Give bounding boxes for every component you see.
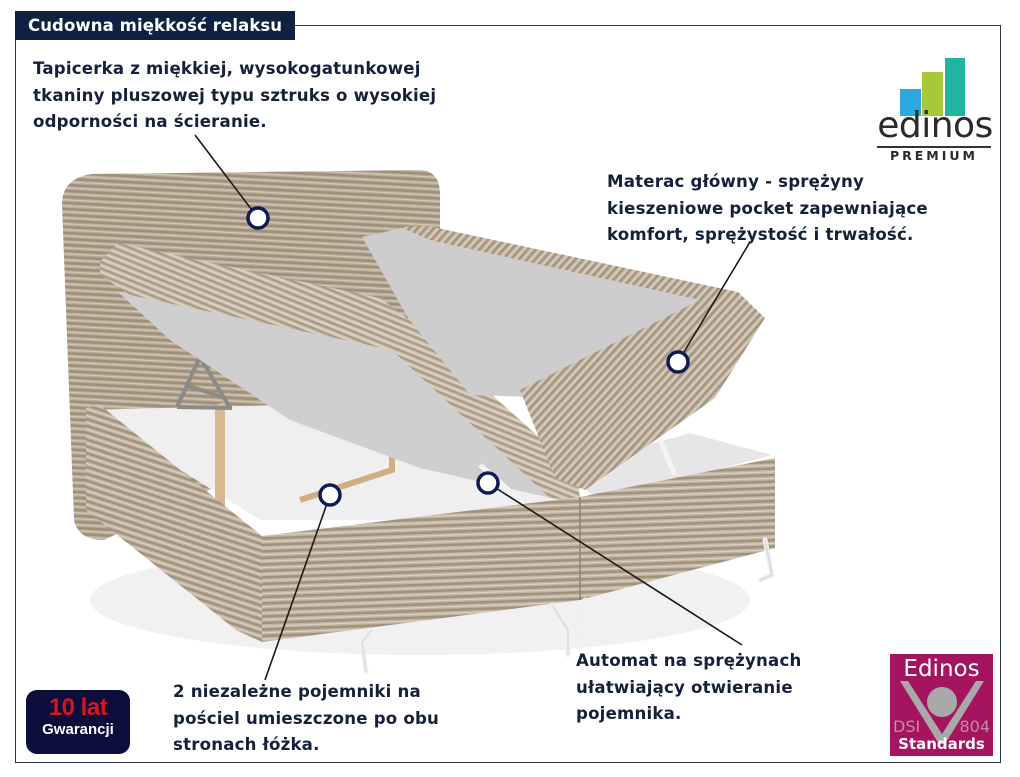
content-frame	[15, 25, 1001, 763]
logo-bar-green	[922, 72, 943, 116]
logo-tagline: PREMIUM	[889, 148, 978, 163]
standards-code-right: 804	[959, 717, 990, 736]
callout-mattress: Materac główny - sprężyny kieszeniowe po…	[607, 169, 928, 249]
callout-line: pojemnika.	[576, 704, 682, 723]
leader-containers	[264, 494, 331, 681]
hotspots	[246, 206, 690, 507]
edinos-premium-logo: edinos PREMIUM	[862, 38, 998, 168]
callout-line: kieszeniowe pocket zapewniające	[607, 198, 928, 218]
hotspot-mattress[interactable]	[666, 350, 690, 374]
callout-line: stronach łóżka.	[173, 735, 320, 754]
hotspot-upholstery[interactable]	[246, 206, 270, 230]
callout-containers: 2 niezależne pojemniki na pościel umiesz…	[173, 679, 439, 759]
left-lid-underside	[118, 292, 575, 500]
standards-brand: Edinos	[903, 656, 980, 682]
callout-line: Automat na sprężynach	[576, 651, 802, 670]
leader-spring-mechanism	[487, 482, 743, 646]
logo-bar-teal	[945, 58, 965, 116]
callout-line: pościel umieszczone po obu	[173, 708, 440, 728]
standards-code-left: DSI	[893, 717, 921, 736]
logo-wordmark: edinos	[877, 105, 993, 146]
callout-line: komfort, sprężystość i trwałość.	[607, 225, 914, 244]
hotspot-spring-mechanism[interactable]	[476, 471, 500, 495]
standards-check-icon	[900, 681, 984, 744]
warranty-years: 10 lat	[48, 694, 108, 721]
logo-bar-blue	[900, 89, 921, 116]
leader-lines	[194, 134, 751, 681]
callout-line: tkaniny pluszowej typu sztruks o wysokie…	[33, 85, 437, 105]
callout-line: Tapicerka z miękkiej, wysokogatunkowej	[33, 59, 421, 78]
warranty-badge: 10 lat Gwarancji	[26, 690, 130, 754]
hotspot-containers[interactable]	[318, 483, 342, 507]
leader-mattress	[677, 241, 751, 363]
left-base-side	[86, 405, 262, 642]
standards-label: Standards	[898, 735, 985, 753]
callout-spring-mechanism: Automat na sprężynach ułatwiający otwier…	[576, 648, 802, 728]
right-storage-interior	[560, 433, 772, 500]
callout-upholstery: Tapicerka z miękkiej, wysokogatunkowej t…	[33, 56, 436, 136]
right-lid	[400, 226, 765, 490]
callout-line: 2 niezależne pojemniki na	[173, 682, 421, 701]
callout-line: odporności na ścieranie.	[33, 112, 267, 131]
section-title: Cudowna miękkość relaksu	[15, 11, 296, 40]
left-lid	[100, 243, 580, 500]
logo-divider	[877, 146, 991, 148]
callout-line: Materac główny - sprężyny	[607, 172, 865, 191]
callout-line: ułatwiający otwieranie	[576, 677, 793, 697]
right-base-front	[580, 458, 775, 600]
leader-upholstery	[194, 134, 259, 219]
left-base-front	[262, 497, 580, 642]
left-gas-lift	[175, 355, 233, 410]
warranty-label: Gwarancji	[42, 721, 114, 738]
standards-badge: Edinos DSI 804 Standards	[890, 654, 993, 756]
